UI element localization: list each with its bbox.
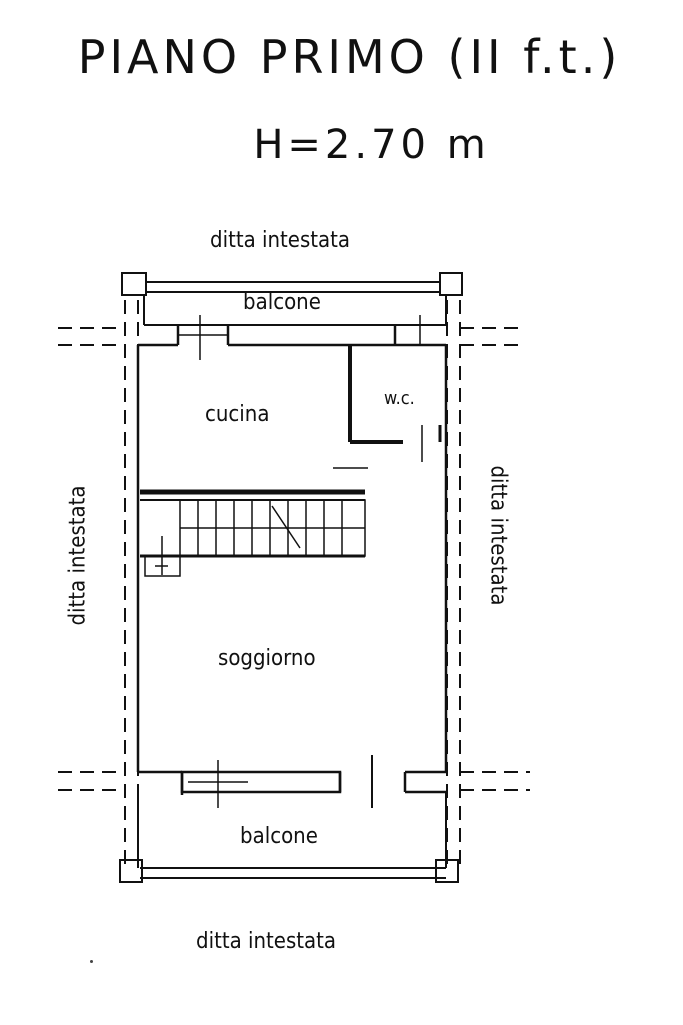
plan-title: PIANO PRIMO (II f.t.) bbox=[77, 30, 622, 84]
wc-label: w.c. bbox=[384, 388, 415, 409]
bottom-wall bbox=[138, 755, 446, 808]
side-walls bbox=[136, 345, 448, 772]
balcony-bottom-outline bbox=[119, 792, 459, 883]
neighbor-left-label: ditta intestata bbox=[65, 485, 91, 626]
staircase bbox=[140, 489, 366, 577]
top-wall bbox=[138, 315, 446, 360]
balcony-top-label: balcone bbox=[243, 290, 321, 315]
living-label: soggiorno bbox=[218, 646, 316, 671]
wc-walls bbox=[348, 345, 403, 444]
neighbor-right-label: ditta intestata bbox=[485, 465, 511, 606]
neighbor-bottom-label: ditta intestata bbox=[196, 929, 337, 954]
neighbor-top-label: ditta intestata bbox=[210, 228, 351, 253]
speck bbox=[90, 960, 93, 963]
kitchen-label: cucina bbox=[205, 402, 270, 427]
ceiling-height-label: H=2.70 m bbox=[253, 122, 490, 168]
party-wall-lines bbox=[58, 300, 530, 870]
balcony-bottom-label: balcone bbox=[240, 824, 318, 849]
